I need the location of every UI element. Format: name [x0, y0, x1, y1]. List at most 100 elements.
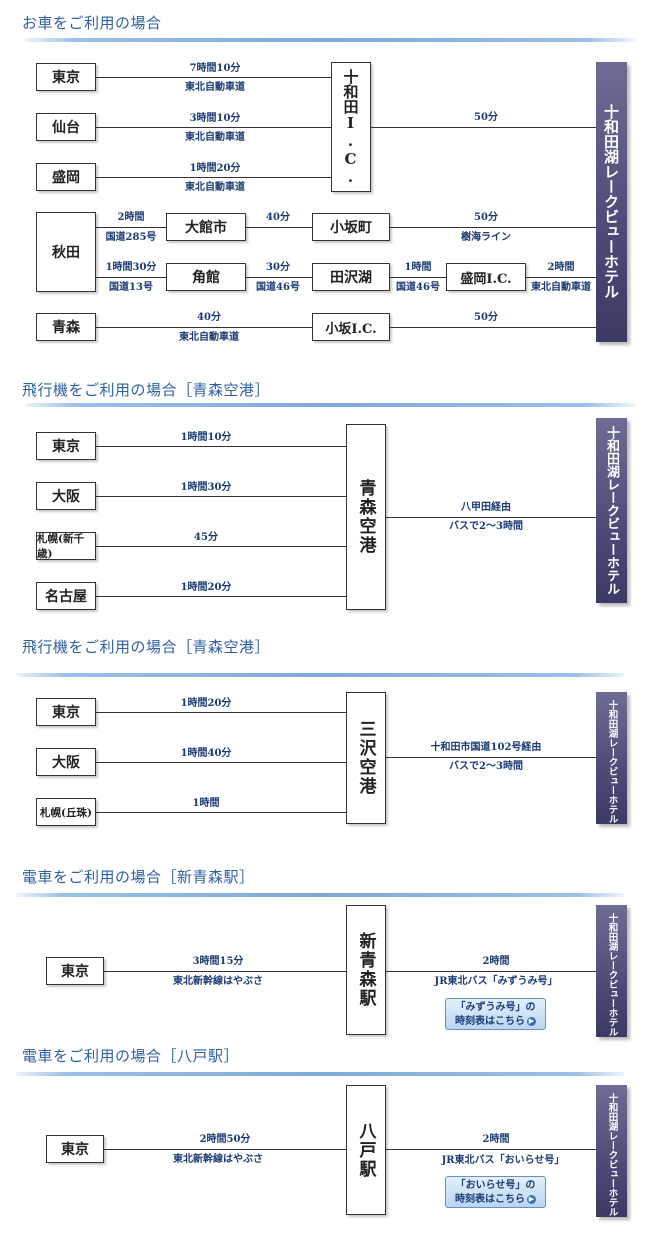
- route-line: [96, 812, 346, 813]
- origin-sapporo-okadama: 札幌(丘珠): [36, 798, 96, 826]
- hotel-box: 十和田湖レークビューホテル: [596, 1085, 627, 1217]
- time-label: 1時間20分: [180, 698, 232, 709]
- road-label: 国道46号: [256, 282, 300, 293]
- origin-nagoya: 名古屋: [36, 582, 96, 610]
- time-label: 1時間20分: [180, 582, 232, 593]
- time-label: 50分: [474, 112, 498, 123]
- origin-aomori: 青森: [36, 313, 96, 341]
- timetable-link-text: 時刻表はこちら: [455, 1194, 525, 1205]
- origin-tokyo: 東京: [46, 957, 104, 985]
- hotel-box: 十和田湖レークビューホテル: [596, 62, 627, 342]
- section-header-air-aomori: 飛行機をご利用の場合［青森空港］: [22, 381, 271, 399]
- hotel-name: 十和田湖レークビューホテル: [606, 1093, 618, 1217]
- origin-tokyo: 東京: [36, 698, 96, 726]
- time-label: 2時間50分: [199, 1134, 251, 1145]
- route-line: [526, 277, 596, 278]
- time-label: 1時間40分: [180, 748, 232, 759]
- line-label: 東北新幹線はやぶさ: [173, 1154, 263, 1165]
- timetable-line2: 時刻表はこちら▶: [446, 1015, 545, 1029]
- time-label: 1時間30分: [105, 262, 157, 273]
- timetable-button-mizuumi[interactable]: 「みずうみ号」の 時刻表はこちら▶: [445, 998, 546, 1030]
- road-label: 国道285号: [105, 232, 157, 243]
- road-label: 東北自動車道: [531, 282, 591, 293]
- route-line: [96, 277, 166, 278]
- route-line: [371, 127, 596, 128]
- origin-akita: 秋田: [36, 212, 96, 292]
- time-label: 50分: [474, 312, 498, 323]
- time-label: 3時間15分: [192, 956, 244, 967]
- place-kosaka-ic: 小坂I.C.: [312, 313, 390, 341]
- route-note: 八甲田経由: [461, 502, 511, 513]
- place-kakunodate: 角館: [166, 263, 246, 291]
- section-header-air-misawa: 飛行機をご利用の場合［青森空港］: [22, 638, 271, 656]
- road-label: 東北自動車道: [185, 182, 245, 193]
- time-label: 3時間10分: [189, 113, 241, 124]
- bus-label: JR東北バス「みずうみ号」: [434, 976, 558, 987]
- route-line: [104, 971, 346, 972]
- timetable-link-text: 時刻表はこちら: [455, 1016, 525, 1027]
- road-label: 国道13号: [109, 282, 153, 293]
- hotel-box: 十和田湖レークビューホテル: [596, 692, 627, 824]
- route-line: [386, 517, 596, 518]
- route-line: [96, 596, 346, 597]
- road-label: 国道46号: [396, 282, 440, 293]
- origin-tokyo: 東京: [46, 1135, 104, 1163]
- time-label: 2時間: [547, 262, 575, 273]
- route-line: [390, 227, 596, 228]
- time-label: 1時間30分: [180, 482, 232, 493]
- line-label: 東北新幹線はやぶさ: [173, 976, 263, 987]
- bus-label: JR東北バス「おいらせ号」: [441, 1155, 565, 1166]
- origin-osaka: 大阪: [36, 482, 96, 510]
- route-line: [386, 1149, 596, 1150]
- time-label: 1時間10分: [180, 432, 232, 443]
- section-header-car: お車をご利用の場合: [22, 14, 162, 32]
- route-note: バスで2〜3時間: [449, 761, 523, 772]
- road-label: 東北自動車道: [179, 332, 239, 343]
- route-line: [96, 327, 312, 328]
- misawa-airport: 三沢空港: [346, 692, 386, 824]
- origin-sapporo-shinchitose: 札幌(新千歳): [36, 532, 96, 560]
- header-divider: [25, 38, 635, 42]
- timetable-line1: 「おいらせ号」の: [455, 1180, 536, 1191]
- hotel-box: 十和田湖レークビューホテル: [596, 418, 627, 603]
- road-label: 東北自動車道: [185, 132, 245, 143]
- route-line: [96, 177, 331, 178]
- time-label: 30分: [266, 262, 290, 273]
- route-line: [390, 327, 596, 328]
- header-divider: [15, 893, 625, 897]
- route-line: [96, 127, 331, 128]
- road-label: 東北自動車道: [185, 82, 245, 93]
- time-label: 2時間: [482, 956, 510, 967]
- section-header-train-hachinohe: 電車をご利用の場合［八戸駅］: [22, 1047, 240, 1065]
- hachinohe-station: 八戸駅: [346, 1085, 386, 1215]
- hotel-name: 十和田湖レークビューホテル: [602, 104, 620, 299]
- aomori-airport: 青森空港: [346, 424, 386, 610]
- section-header-train-shinaomori: 電車をご利用の場合［新青森駅］: [22, 868, 255, 886]
- shinaomori-station: 新青森駅: [346, 905, 386, 1035]
- route-line: [246, 227, 312, 228]
- route-note: バスで2〜3時間: [449, 521, 523, 532]
- route-line: [386, 971, 596, 972]
- route-line: [96, 77, 331, 78]
- time-label: 7時間10分: [189, 63, 241, 74]
- route-line: [96, 546, 346, 547]
- hotel-name: 十和田湖レークビューホテル: [604, 426, 619, 595]
- route-line: [390, 277, 446, 278]
- place-odate: 大館市: [166, 213, 246, 241]
- hotel-box: 十和田湖レークビューホテル: [596, 905, 627, 1037]
- arrow-right-icon: ▶: [527, 1017, 536, 1026]
- arrow-right-icon: ▶: [527, 1195, 536, 1204]
- time-label: 2時間: [482, 1134, 510, 1145]
- time-label: 1時間20分: [189, 163, 241, 174]
- origin-tokyo: 東京: [36, 63, 96, 91]
- time-label: 50分: [474, 212, 498, 223]
- route-line: [96, 446, 346, 447]
- timetable-button-oirase[interactable]: 「おいらせ号」の 時刻表はこちら▶: [445, 1176, 546, 1208]
- towada-ic: 十和田I.C.: [331, 62, 371, 192]
- time-label: 1時間: [404, 262, 432, 273]
- route-line: [246, 277, 312, 278]
- origin-morioka: 盛岡: [36, 163, 96, 191]
- route-line: [96, 496, 346, 497]
- time-label: 45分: [194, 532, 218, 543]
- origin-sendai: 仙台: [36, 113, 96, 141]
